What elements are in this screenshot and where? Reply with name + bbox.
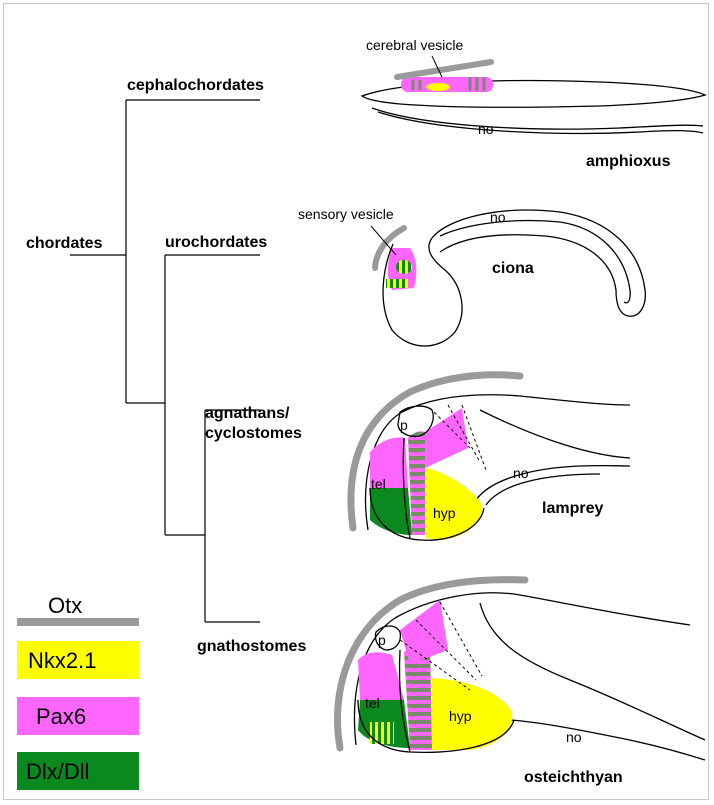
ciona-dlx-domain: [386, 279, 408, 288]
taxon-urochordates: urochordates: [165, 234, 267, 251]
osteichthyan-hyp-label: hyp: [449, 708, 472, 724]
legend-dlx-label: Dlx/Dll: [26, 759, 90, 784]
lamprey-nkx-domain: [425, 468, 482, 540]
lamprey-tel-label: tel: [371, 476, 386, 492]
lamprey-hyp-label: hyp: [433, 505, 456, 521]
lamprey-pax6-dorsal: [425, 408, 468, 468]
ciona-label: ciona: [492, 260, 534, 277]
ciona-vesicle-label: sensory vesicle: [298, 206, 394, 222]
legend: Otx Nkx2.1 Pax6 Dlx/Dll: [17, 593, 139, 790]
lamprey-notochord-label: no: [513, 465, 529, 481]
osteichthyan-notochord-label: no: [566, 729, 582, 745]
taxon-cephalochordates: cephalochordates: [127, 77, 264, 94]
osteichthyan-label: osteichthyan: [524, 769, 623, 786]
ciona-nkx-dlx-domain: [396, 260, 412, 274]
osteichthyan-tel-label: tel: [365, 695, 380, 711]
ciona-illustration: [371, 210, 645, 346]
amphioxus-vesicle-label: cerebral vesicle: [366, 37, 463, 53]
osteichthyan-dlx-nkx-stripes: [370, 722, 394, 744]
legend-otx-label: Otx: [48, 593, 82, 618]
lamprey-p-label: p: [400, 417, 408, 433]
legend-pax6-label: Pax6: [36, 704, 86, 729]
legend-nkx-label: Nkx2.1: [28, 648, 96, 673]
lamprey-label: lamprey: [542, 500, 603, 517]
amphioxus-nkx-domain: [426, 83, 450, 91]
taxon-agnathans: agnathans/: [205, 405, 290, 422]
osteichthyan-p-label: p: [378, 632, 386, 648]
phylogenetic-tree: [70, 100, 260, 622]
ciona-notochord-label: no: [490, 209, 506, 225]
amphioxus-illustration: [362, 56, 705, 133]
amphioxus-notochord-label: no: [478, 121, 494, 137]
osteichthyan-illustration: [338, 580, 706, 760]
osteichthyan-nkx-domain: [432, 678, 512, 750]
taxon-cyclostomes: cyclostomes: [205, 425, 302, 442]
taxon-gnathostomes: gnathostomes: [197, 638, 306, 655]
legend-otx-swatch: [17, 618, 139, 626]
taxon-chordates: chordates: [26, 235, 103, 252]
amphioxus-label: amphioxus: [586, 153, 671, 170]
ciona-vesicle-pointer: [371, 226, 396, 255]
osteichthyan-pax6-dorsal: [400, 600, 448, 664]
amphioxus-otx-bar: [397, 62, 491, 77]
osteichthyan-pax6-tel: [358, 652, 404, 700]
